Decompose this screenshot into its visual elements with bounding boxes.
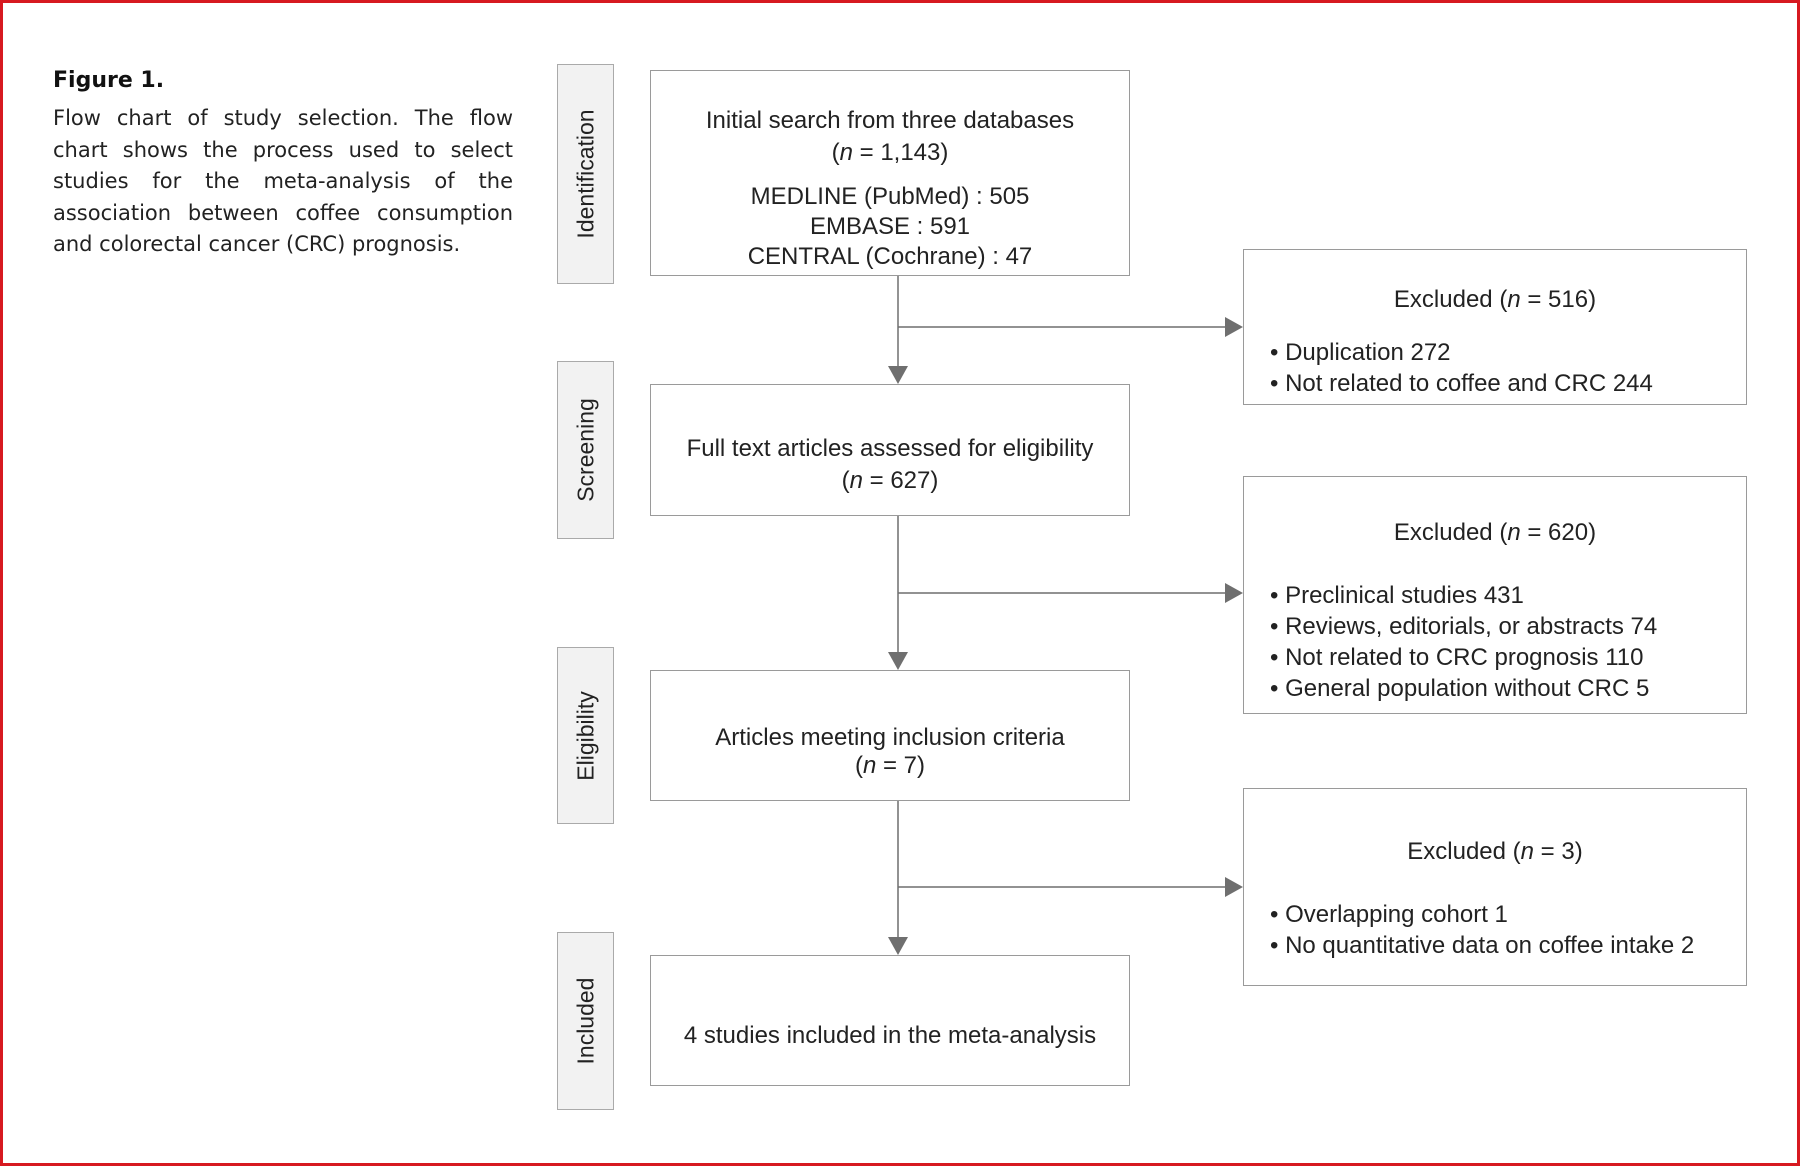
stage-label: Screening: [572, 398, 598, 502]
initial-search-count: (n = 1,143): [831, 139, 949, 166]
included-label: 4 studies included in the meta-analysis: [683, 1022, 1097, 1049]
excluded-2-title: Excluded (n = 620): [1393, 519, 1597, 546]
eligible-label: Articles meeting inclusion criteria: [715, 724, 1065, 751]
caption-text: Flow chart of study selection. The flow …: [53, 106, 513, 256]
excluded-3-list: Overlapping cohort 1 No quantitative dat…: [1270, 899, 1694, 961]
caption-title: Figure 1.: [53, 68, 165, 93]
stage-screening: Screening: [557, 361, 614, 539]
stage-identification: Identification: [557, 64, 614, 284]
box-fulltext-assessed: Full text articles assessed for eligibil…: [650, 384, 1130, 516]
database-embase: EMBASE : 591: [809, 213, 971, 240]
figure-caption: Figure 1. Flow chart of study selection.…: [53, 68, 513, 261]
list-item: General population without CRC 5: [1270, 673, 1657, 704]
list-item: Overlapping cohort 1: [1270, 899, 1694, 930]
box-inclusion-criteria: Articles meeting inclusion criteria (n =…: [650, 670, 1130, 801]
arrowhead-right-1: [1225, 317, 1243, 337]
list-item: No quantitative data on coffee intake 2: [1270, 930, 1694, 961]
list-item: Preclinical studies 431: [1270, 580, 1657, 611]
fulltext-count: (n = 627): [841, 467, 939, 494]
stage-label: Included: [572, 977, 598, 1065]
box-initial-search: Initial search from three databases (n =…: [650, 70, 1130, 276]
arrowhead-down-3: [888, 937, 908, 955]
arrowhead-down-1: [888, 366, 908, 384]
box-excluded-1: Excluded (n = 516) Duplication 272 Not r…: [1243, 249, 1747, 405]
stage-eligibility: Eligibility: [557, 647, 614, 824]
list-item: Reviews, editorials, or abstracts 74: [1270, 611, 1657, 642]
arrowhead-right-2: [1225, 583, 1243, 603]
box-excluded-2: Excluded (n = 620) Preclinical studies 4…: [1243, 476, 1747, 714]
database-central: CENTRAL (Cochrane) : 47: [747, 243, 1033, 270]
arrowhead-right-3: [1225, 877, 1243, 897]
database-medline: MEDLINE (PubMed) : 505: [750, 183, 1030, 210]
box-excluded-3: Excluded (n = 3) Overlapping cohort 1 No…: [1243, 788, 1747, 986]
excluded-1-title: Excluded (n = 516): [1393, 286, 1597, 313]
excluded-2-list: Preclinical studies 431 Reviews, editori…: [1270, 580, 1657, 704]
stage-label: Identification: [572, 109, 598, 239]
list-item: Not related to CRC prognosis 110: [1270, 642, 1657, 673]
stage-included: Included: [557, 932, 614, 1110]
stage-label: Eligibility: [572, 690, 598, 781]
list-item: Duplication 272: [1270, 337, 1653, 368]
arrowhead-down-2: [888, 652, 908, 670]
excluded-1-list: Duplication 272 Not related to coffee an…: [1270, 337, 1653, 399]
list-item: Not related to coffee and CRC 244: [1270, 368, 1653, 399]
excluded-3-title: Excluded (n = 3): [1407, 838, 1583, 865]
box-included-studies: 4 studies included in the meta-analysis: [650, 955, 1130, 1086]
initial-search-label: Initial search from three databases: [705, 107, 1075, 134]
fulltext-label: Full text articles assessed for eligibil…: [686, 435, 1094, 462]
eligible-count: (n = 7): [854, 752, 926, 779]
